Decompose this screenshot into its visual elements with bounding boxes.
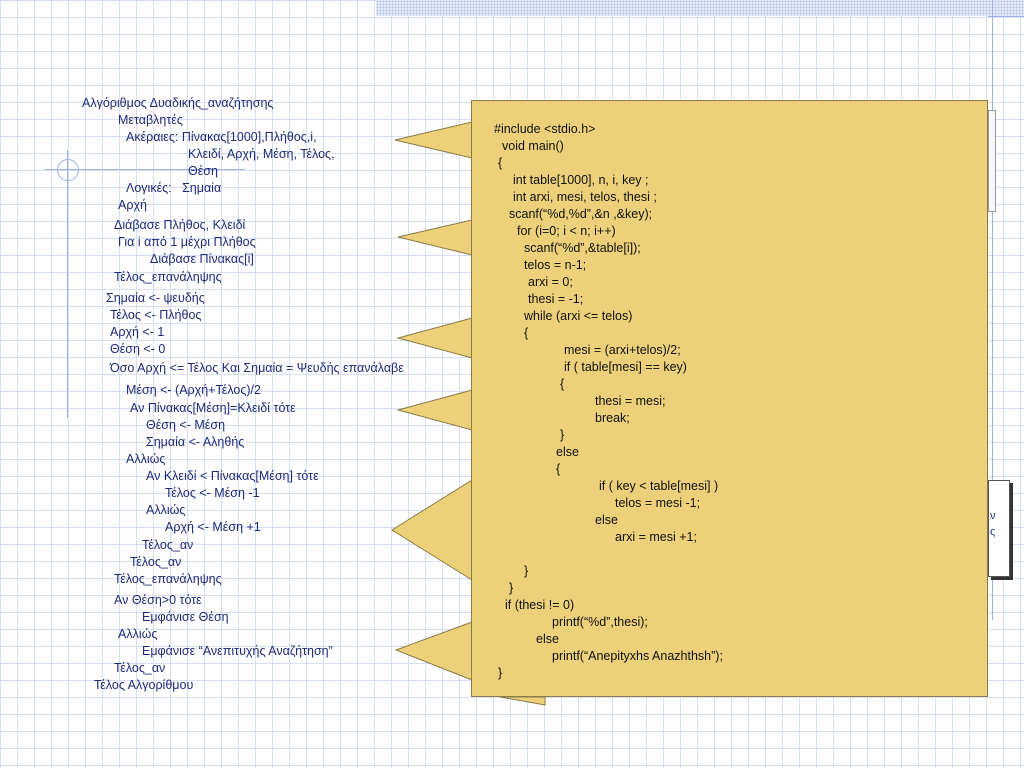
peek-text-1: ν [990, 510, 996, 522]
code-line: } [509, 581, 514, 595]
left-vertical-rule [67, 150, 68, 418]
callout-pointer-6 [394, 621, 473, 681]
code-line: if ( table[mesi] == key) [564, 360, 687, 374]
crosshair-icon [57, 159, 79, 181]
callout-pointer-2 [397, 219, 473, 256]
code-line: } [524, 564, 529, 578]
hidden-panel-2 [988, 480, 1010, 577]
code-line: { [556, 462, 561, 476]
code-line: while (arxi <= telos) [524, 309, 633, 323]
code-line: telos = n-1; [524, 258, 587, 272]
code-line: else [536, 632, 559, 646]
hidden-panel-1 [988, 110, 996, 212]
peek-text-2: ς [990, 526, 996, 538]
callout-pointer-3 [396, 317, 473, 359]
code-line: telos = mesi -1; [615, 496, 701, 510]
code-line: void main() [502, 139, 564, 153]
code-line: { [498, 156, 503, 170]
code-line: #include <stdio.h> [494, 122, 596, 136]
code-line: mesi = (arxi+telos)/2; [564, 343, 681, 357]
right-vertical-rule [992, 0, 993, 620]
code-line: else [595, 513, 618, 527]
c-code-box: #include <stdio.h> void main() { int tab… [471, 100, 988, 697]
header-band [376, 0, 1024, 16]
code-line: { [524, 326, 529, 340]
code-line: int arxi, mesi, telos, thesi ; [513, 190, 657, 204]
code-line: if (thesi != 0) [505, 598, 575, 612]
code-line: if ( key < table[mesi] ) [599, 479, 719, 493]
code-line: arxi = mesi +1; [615, 530, 697, 544]
code-line: else [556, 445, 579, 459]
code-line: { [560, 377, 565, 391]
code-line: break; [595, 411, 630, 425]
code-line: thesi = mesi; [595, 394, 666, 408]
code-line: } [560, 428, 565, 442]
callout-pointer-1 [394, 121, 473, 159]
code-line: arxi = 0; [528, 275, 573, 289]
callout-pointer-5 [391, 479, 473, 581]
code-line: scanf(“%d”,&table[i]); [524, 241, 641, 255]
right-horizontal-rule [988, 16, 1024, 17]
callout-pointer-7 [499, 696, 546, 706]
code-line: scanf(“%d,%d”,&n ,&key); [509, 207, 653, 221]
code-line: int table[1000], n, i, key ; [513, 173, 649, 187]
code-line: printf(“%d”,thesi); [552, 615, 648, 629]
callout-pointer-4 [396, 389, 473, 431]
left-horizontal-rule [45, 169, 245, 170]
code-line: for (i=0; i < n; i++) [517, 224, 616, 238]
code-line: } [498, 666, 503, 680]
code-line: thesi = -1; [528, 292, 584, 306]
code-line: printf(“Anepityxhs Anazhthsh”); [552, 649, 723, 663]
